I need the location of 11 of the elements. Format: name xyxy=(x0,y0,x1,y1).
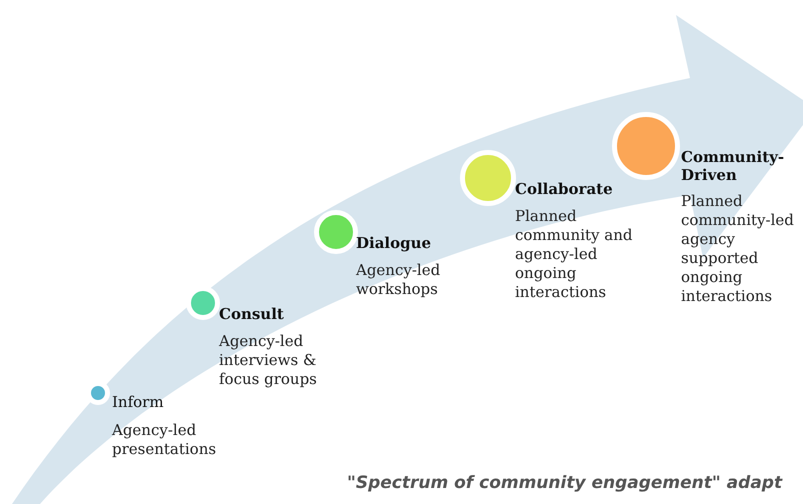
stage-description: Planned community-led agency supported ongoing interactions xyxy=(681,192,795,306)
stage-description: Planned community and agency-led ongoing interactions xyxy=(515,207,634,302)
stage-title: Community-Driven xyxy=(681,148,786,184)
stage-description: Agency-led workshops xyxy=(356,261,442,299)
stage-description: Agency-led interviews & focus groups xyxy=(219,332,318,389)
stage-title: Collaborate xyxy=(515,180,614,198)
caption: "Spectrum of community engagement" adapt xyxy=(347,473,782,493)
stage-description: Agency-led presentations xyxy=(112,421,218,459)
stage-title: Dialogue xyxy=(356,234,432,252)
stage-title: Consult xyxy=(219,305,285,323)
stage-title: Inform xyxy=(112,393,165,411)
